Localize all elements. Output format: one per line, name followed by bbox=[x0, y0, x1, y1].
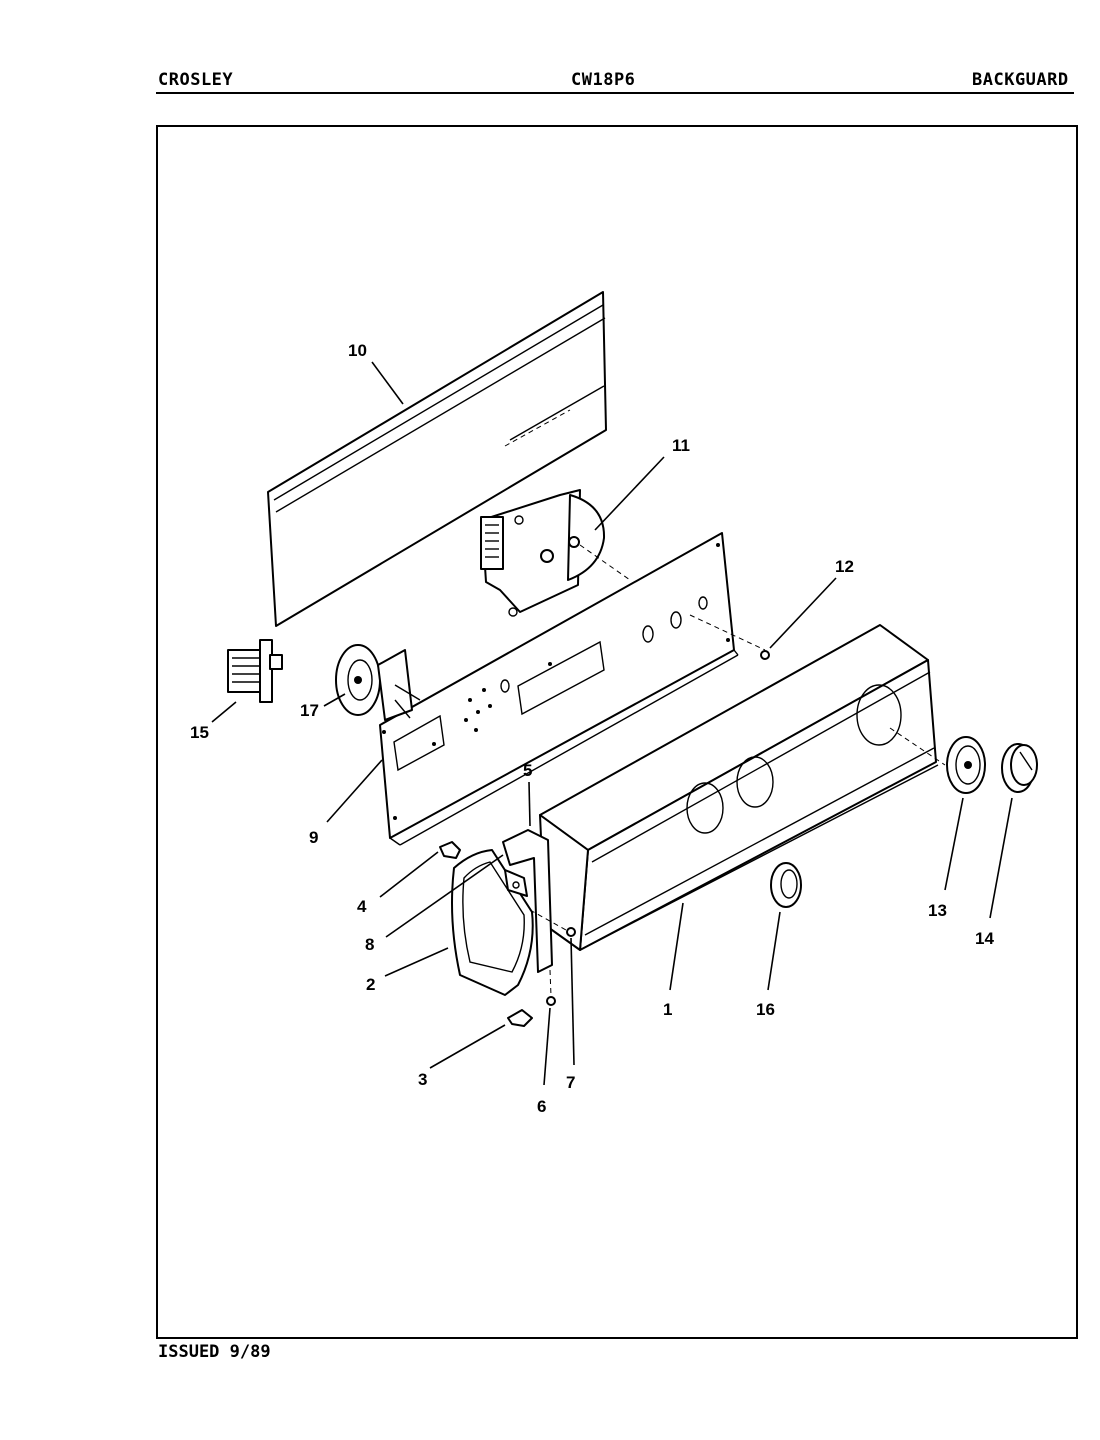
part-7-screw bbox=[529, 909, 576, 937]
part-8-bracket bbox=[504, 869, 528, 897]
callout-10: 10 bbox=[348, 341, 367, 360]
diagram-frame bbox=[156, 125, 1078, 1339]
part-10-rear-cover bbox=[267, 291, 607, 627]
part-11-timer bbox=[480, 489, 631, 617]
callout-9: 9 bbox=[309, 828, 318, 847]
part-17-pressure-switch bbox=[335, 644, 421, 721]
callout-6: 6 bbox=[537, 1097, 546, 1116]
part-3-clip bbox=[507, 1009, 533, 1027]
callout-12: 12 bbox=[835, 557, 854, 576]
callout-8: 8 bbox=[365, 935, 374, 954]
callout-13: 13 bbox=[928, 901, 947, 920]
part-15-switch bbox=[227, 639, 283, 703]
header-rule bbox=[156, 92, 1074, 94]
leader-lines bbox=[211, 361, 1013, 1086]
callout-7: 7 bbox=[566, 1073, 575, 1092]
header-brand: CROSLEY bbox=[158, 70, 234, 90]
part-1-backguard-housing bbox=[539, 624, 946, 951]
part-14-knob bbox=[1001, 743, 1038, 793]
part-5-trim-strip bbox=[502, 829, 553, 973]
part-16-small-knob bbox=[770, 862, 802, 908]
callout-labels: 10 11 12 15 17 9 5 4 8 2 3 6 7 1 16 13 1… bbox=[190, 341, 994, 1116]
part-12-screw bbox=[760, 650, 770, 660]
callout-16: 16 bbox=[756, 1000, 775, 1019]
part-9-control-panel bbox=[379, 532, 766, 846]
issued-date: ISSUED 9/89 bbox=[158, 1342, 271, 1362]
callout-17: 17 bbox=[300, 701, 319, 720]
callout-4: 4 bbox=[357, 897, 367, 916]
callout-11: 11 bbox=[672, 436, 690, 455]
part-2-cover bbox=[451, 849, 534, 996]
callout-3: 3 bbox=[418, 1070, 427, 1089]
callout-5: 5 bbox=[523, 761, 532, 780]
part-6-screw bbox=[546, 969, 556, 1006]
part-4-clip bbox=[439, 841, 461, 859]
callout-14: 14 bbox=[975, 929, 994, 948]
callout-15: 15 bbox=[190, 723, 209, 742]
callout-2: 2 bbox=[366, 975, 375, 994]
header-model: CW18P6 bbox=[571, 70, 636, 90]
callout-1: 1 bbox=[663, 1000, 672, 1019]
part-13-knob-skirt bbox=[946, 736, 986, 794]
header-section: BACKGUARD bbox=[972, 70, 1069, 90]
